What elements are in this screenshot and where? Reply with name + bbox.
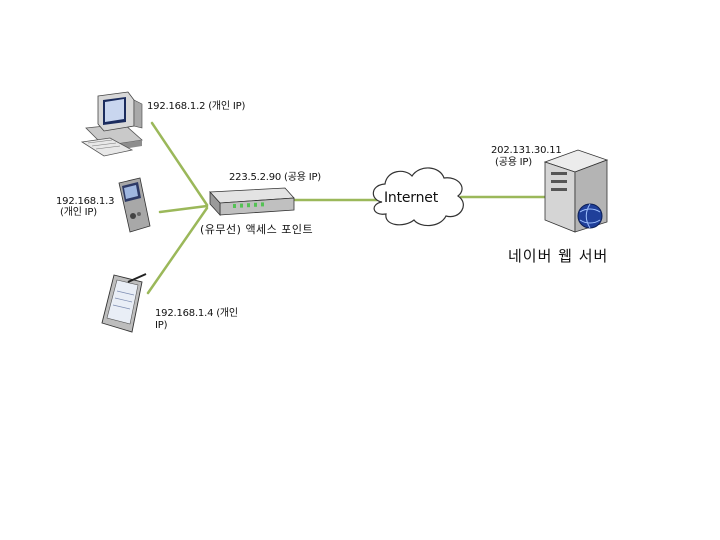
internet-label: Internet xyxy=(384,190,438,206)
pda-icon xyxy=(118,177,151,233)
server-ip-line1: 202.131.30.11 xyxy=(491,145,562,156)
pda-ip-label-line2: (개인 IP) xyxy=(60,207,97,218)
link-desktop-ap xyxy=(150,121,209,207)
server-ip-line2: (공용 IP) xyxy=(495,157,532,168)
server-name: 네이버 웹 서버 xyxy=(508,247,609,265)
desktop-computer-icon xyxy=(80,91,143,157)
web-server-icon xyxy=(543,149,609,233)
access-point-public-ip: 223.5.2.90 (공용 IP) xyxy=(229,172,322,183)
access-point-caption: (유무선) 액세스 포인트 xyxy=(200,223,314,236)
access-point-icon xyxy=(209,187,295,217)
tablet-ip-label-line2: IP) xyxy=(155,320,168,331)
link-pda-ap xyxy=(158,204,209,214)
cloud-icon xyxy=(372,167,464,227)
pda-ip-label-line1: 192.168.1.3 xyxy=(56,196,115,207)
tablet-ip-label-line1: 192.168.1.4 (개인 xyxy=(155,308,238,319)
desktop-ip-label: 192.168.1.2 (개인 IP) xyxy=(147,101,246,112)
tablet-icon xyxy=(101,273,147,333)
link-tablet-ap xyxy=(146,206,209,295)
